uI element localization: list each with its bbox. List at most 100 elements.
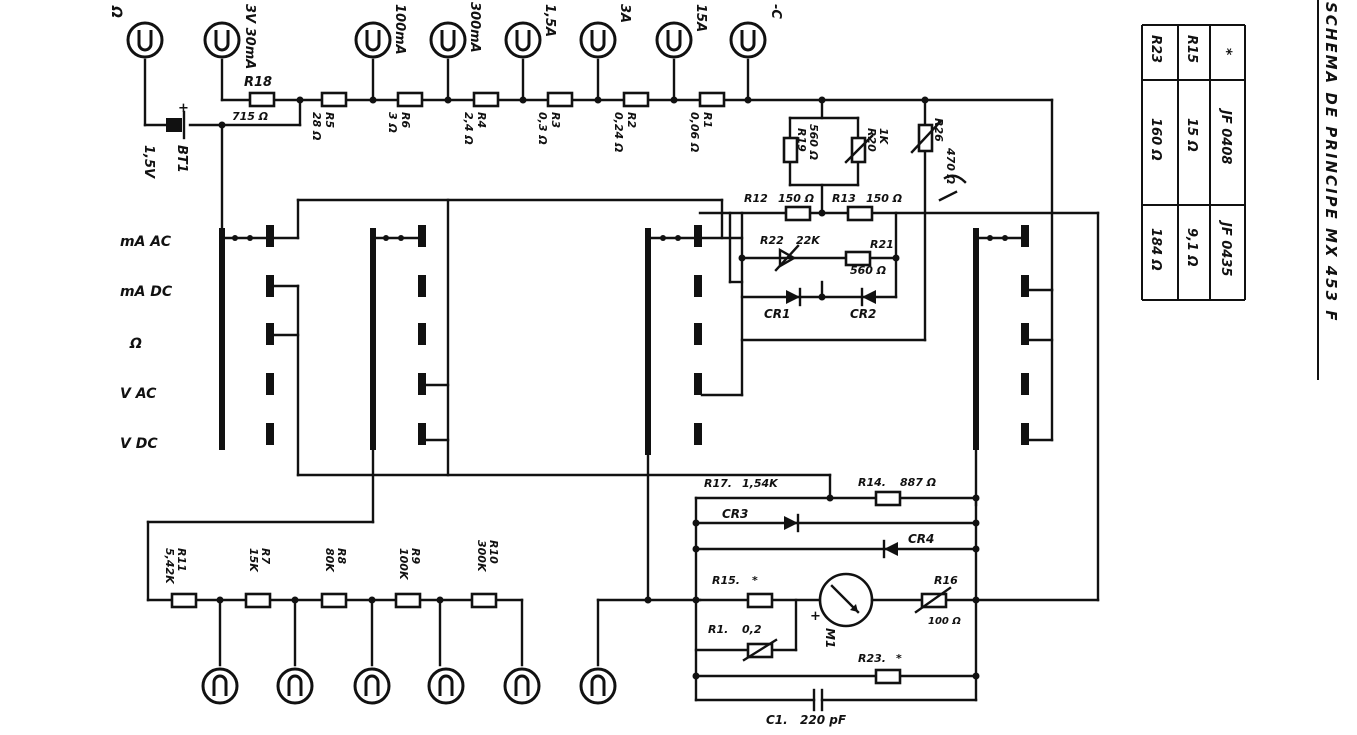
terminal-1-5a[interactable]	[504, 21, 542, 59]
c1-value: 220 pF	[800, 713, 847, 727]
table-header-jf0408: JF 0408	[1218, 107, 1233, 164]
r23-label: R23.	[858, 652, 886, 665]
cr1-label: CR1	[764, 307, 790, 321]
r6-value: 3 Ω	[386, 112, 399, 133]
terminal-100ma[interactable]	[354, 21, 392, 59]
battery-bt1: + BT1 1,5V	[141, 101, 189, 179]
r5-label: R5	[323, 112, 336, 128]
r13-value: 150 Ω	[866, 192, 902, 205]
terminal-label-30ma: 3V 30mA	[242, 4, 257, 69]
cr4-label: CR4	[908, 532, 934, 546]
table-header-star: *	[1218, 48, 1234, 56]
r1-value: 0,06 Ω	[688, 112, 701, 152]
terminal-bottom-5[interactable]	[503, 667, 541, 705]
resistor-r1	[698, 91, 726, 108]
resistor-r18	[248, 91, 276, 108]
r3-value: 0,3 Ω	[536, 112, 549, 145]
resistor-r7	[244, 592, 272, 609]
r11-value: 5,42K	[163, 548, 176, 585]
r10-value: 300K	[475, 540, 488, 573]
r16-value: 100 Ω	[928, 616, 961, 627]
resistor-r10	[470, 592, 498, 609]
terminal-label-3a: 3A	[617, 4, 632, 23]
r2-label: R2	[625, 112, 638, 128]
r26-label: R26	[932, 118, 945, 142]
top-resistor-chain: R18 715 Ω R5 28 Ω R6 3 Ω R4 2,4 Ω R3 0,3…	[218, 75, 752, 152]
diode-cr2	[862, 290, 876, 304]
table-cell-r15-0408: 15 Ω	[1184, 118, 1199, 152]
r14-value: 887 Ω	[900, 476, 936, 489]
page-title: SCHEMA DE PRINCIPE MX 453 F	[1322, 2, 1340, 323]
r20-label: R20	[865, 128, 878, 152]
resistor-r19	[782, 136, 799, 164]
resistor-r5	[320, 91, 348, 108]
r1-label: R1	[701, 112, 714, 128]
r11-label: R11	[175, 548, 188, 572]
table-header-jf0435: JF 0435	[1218, 219, 1233, 276]
r21-label: R21	[870, 238, 894, 251]
mode-labels: mA AC mA DC Ω V AC V DC	[120, 234, 173, 452]
meter-network: R17. 1,54K R14. 887 Ω CR3 CR4 R15. * M1 …	[692, 473, 1100, 727]
mode-label-ma-ac: mA AC	[120, 234, 172, 250]
r2-value: 0,24 Ω	[612, 112, 625, 152]
top-wiring	[143, 58, 1054, 442]
r17-label: R17.	[704, 477, 732, 490]
terminal-bottom-6[interactable]	[579, 667, 617, 705]
battery-voltage: 1,5V	[141, 145, 156, 179]
diode-cr4	[884, 542, 898, 556]
resistor-r23	[874, 668, 902, 685]
terminal-3a[interactable]	[579, 21, 617, 59]
r15-label: R15.	[712, 574, 740, 587]
terminal-bottom-4[interactable]	[427, 667, 465, 705]
terminal-label-ohm: Ω	[108, 5, 124, 18]
terminal-label-1-5a: 1,5A	[542, 4, 557, 37]
resistor-r6	[396, 91, 424, 108]
terminal-bottom-2[interactable]	[276, 667, 314, 705]
resistor-r3	[546, 91, 574, 108]
resistor-r2	[622, 91, 650, 108]
table-cell-r23-0435: 184 Ω	[1148, 228, 1163, 271]
r13-label: R13	[832, 192, 856, 205]
bottom-resistor-chain: R11 5,42K R7 15K R8 80K R9 100K R10 300K	[146, 540, 702, 667]
svg-text:+: +	[810, 609, 821, 624]
mode-label-ohm: Ω	[129, 336, 142, 352]
resistor-r21	[844, 250, 872, 267]
r14-label: R14.	[858, 476, 886, 489]
terminal-ohm[interactable]	[126, 21, 164, 59]
cr3-label: CR3	[722, 507, 748, 521]
component-value-table: * JF 0408 JF 0435 R15 15 Ω 9,1 Ω R23 160…	[1141, 24, 1246, 301]
terminal-label-100ma: 100mA	[392, 4, 407, 55]
top-terminals: Ω 3V 30mA 100mA 300mA 1,5A 3A 15A -C	[108, 2, 783, 69]
resistor-r12	[784, 205, 812, 222]
r3-label: R3	[549, 112, 562, 128]
r19-label: R19	[795, 128, 808, 152]
switch-bank-3	[645, 225, 744, 602]
terminal-bottom-3[interactable]	[353, 667, 391, 705]
r18-label: R18	[244, 75, 272, 90]
r23-value: *	[896, 652, 902, 665]
table-cell-r23: R23	[1148, 35, 1163, 63]
diode-cr1	[786, 290, 800, 304]
diode-cr3	[784, 516, 798, 530]
mode-label-v-ac: V AC	[120, 386, 157, 402]
r8-value: 80K	[323, 548, 336, 573]
terminal-bottom-1[interactable]	[201, 667, 239, 705]
r7-value: 15K	[247, 548, 260, 573]
r19-value: 560 Ω	[807, 124, 820, 160]
terminal-label-15a: 15A	[693, 4, 708, 32]
mode-label-ma-dc: mA DC	[120, 284, 173, 300]
terminal-common[interactable]	[729, 21, 767, 59]
switch-bank-2	[146, 198, 450, 602]
r22-label: R22	[760, 234, 784, 247]
terminal-300ma[interactable]	[429, 21, 467, 59]
terminal-15a[interactable]	[655, 21, 693, 59]
switch-bank-4	[973, 211, 1100, 602]
switch-bank-1	[219, 198, 832, 477]
terminal-30ma[interactable]	[203, 21, 241, 59]
r10-label: R10	[487, 540, 500, 564]
r6-label: R6	[399, 112, 412, 128]
resistor-r4	[472, 91, 500, 108]
resistor-r9	[394, 592, 422, 609]
terminal-label-300ma: 300mA	[467, 2, 482, 53]
